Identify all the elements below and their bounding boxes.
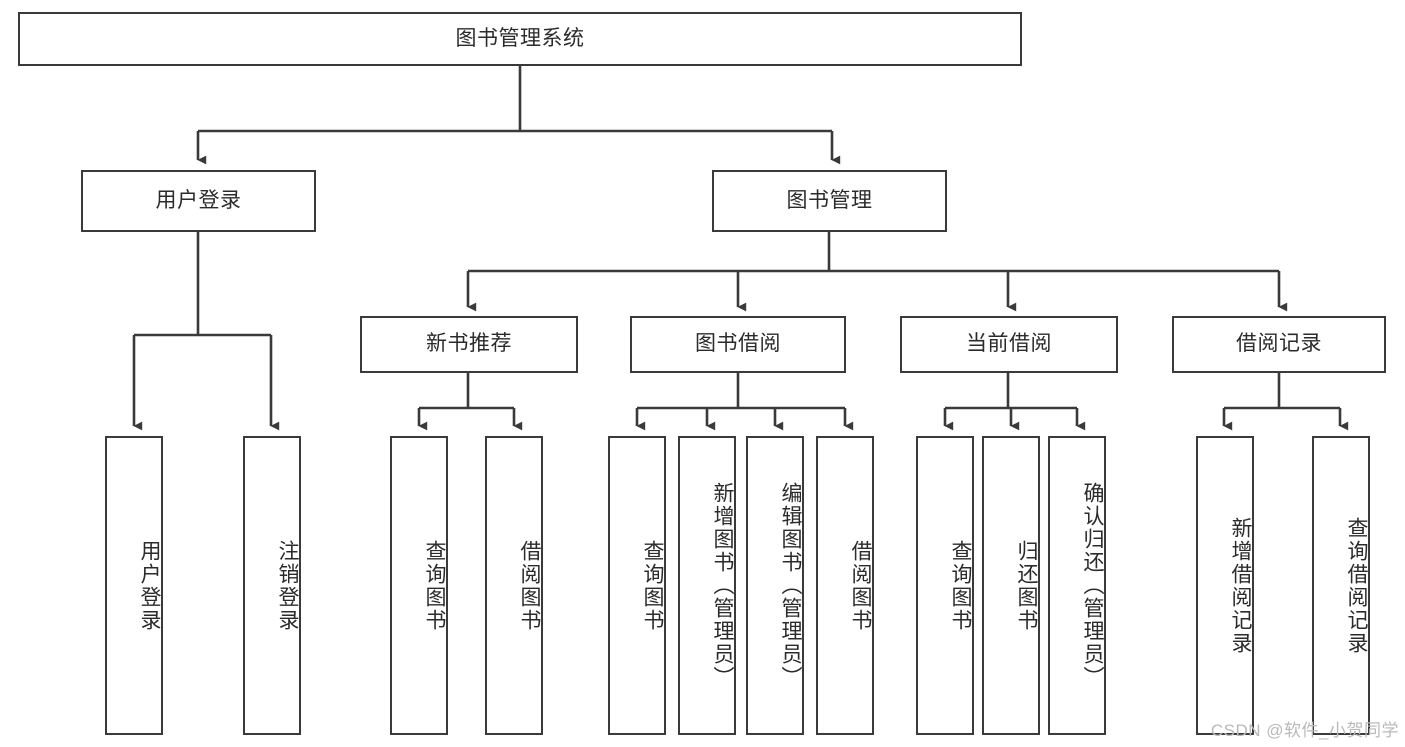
node-current-borrow[interactable]: 当前借阅 bbox=[900, 316, 1118, 373]
node-new-book-recommend-label: 新书推荐 bbox=[426, 332, 512, 356]
node-new-book-recommend[interactable]: 新书推荐 bbox=[360, 316, 578, 373]
node-leaf-logout-label: 注销登录 bbox=[276, 539, 299, 632]
node-leaf-query-book-1-label: 查询图书 bbox=[423, 539, 446, 632]
node-leaf-logout[interactable]: 注销登录 bbox=[243, 436, 301, 735]
node-borrow-record-label: 借阅记录 bbox=[1236, 332, 1322, 356]
node-leaf-query-book-1[interactable]: 查询图书 bbox=[390, 436, 448, 735]
node-leaf-borrow-book-1-label: 借阅图书 bbox=[518, 539, 541, 632]
node-leaf-borrow-book-2[interactable]: 借阅图书 bbox=[816, 436, 874, 735]
node-leaf-edit-book-admin-label: 编辑图书（管理员） bbox=[779, 482, 802, 689]
node-borrow-record[interactable]: 借阅记录 bbox=[1172, 316, 1386, 373]
node-leaf-query-record-label: 查询借阅记录 bbox=[1345, 516, 1368, 655]
node-book-manage-label: 图书管理 bbox=[786, 188, 873, 212]
node-leaf-add-book-admin-label: 新增图书（管理员） bbox=[711, 482, 734, 689]
node-leaf-add-record[interactable]: 新增借阅记录 bbox=[1196, 436, 1254, 735]
node-leaf-user-login[interactable]: 用户登录 bbox=[105, 436, 163, 735]
node-user-login[interactable]: 用户登录 bbox=[81, 170, 316, 232]
node-leaf-add-record-label: 新增借阅记录 bbox=[1229, 516, 1252, 655]
node-leaf-query-book-3-label: 查询图书 bbox=[949, 539, 972, 632]
node-leaf-borrow-book-2-label: 借阅图书 bbox=[849, 539, 872, 632]
node-leaf-return-book[interactable]: 归还图书 bbox=[982, 436, 1040, 735]
node-book-borrow[interactable]: 图书借阅 bbox=[630, 316, 846, 373]
watermark: CSDN @软件_小贺同学 bbox=[1210, 721, 1399, 740]
node-leaf-user-login-label: 用户登录 bbox=[138, 539, 161, 632]
node-leaf-return-book-label: 归还图书 bbox=[1015, 539, 1038, 632]
node-leaf-query-book-2[interactable]: 查询图书 bbox=[608, 436, 666, 735]
node-leaf-edit-book-admin[interactable]: 编辑图书（管理员） bbox=[746, 436, 804, 735]
node-leaf-query-book-3[interactable]: 查询图书 bbox=[916, 436, 974, 735]
node-leaf-confirm-return-admin-label: 确认归还（管理员） bbox=[1081, 482, 1104, 689]
node-user-login-label: 用户登录 bbox=[155, 188, 242, 212]
node-root-label: 图书管理系统 bbox=[455, 26, 585, 50]
node-current-borrow-label: 当前借阅 bbox=[966, 332, 1052, 356]
node-root[interactable]: 图书管理系统 bbox=[18, 12, 1022, 66]
node-leaf-query-book-2-label: 查询图书 bbox=[641, 539, 664, 632]
node-leaf-borrow-book-1[interactable]: 借阅图书 bbox=[485, 436, 543, 735]
node-book-manage[interactable]: 图书管理 bbox=[712, 170, 947, 232]
node-leaf-query-record[interactable]: 查询借阅记录 bbox=[1312, 436, 1370, 735]
node-leaf-confirm-return-admin[interactable]: 确认归还（管理员） bbox=[1048, 436, 1106, 735]
node-book-borrow-label: 图书借阅 bbox=[695, 332, 781, 356]
node-leaf-add-book-admin[interactable]: 新增图书（管理员） bbox=[678, 436, 736, 735]
